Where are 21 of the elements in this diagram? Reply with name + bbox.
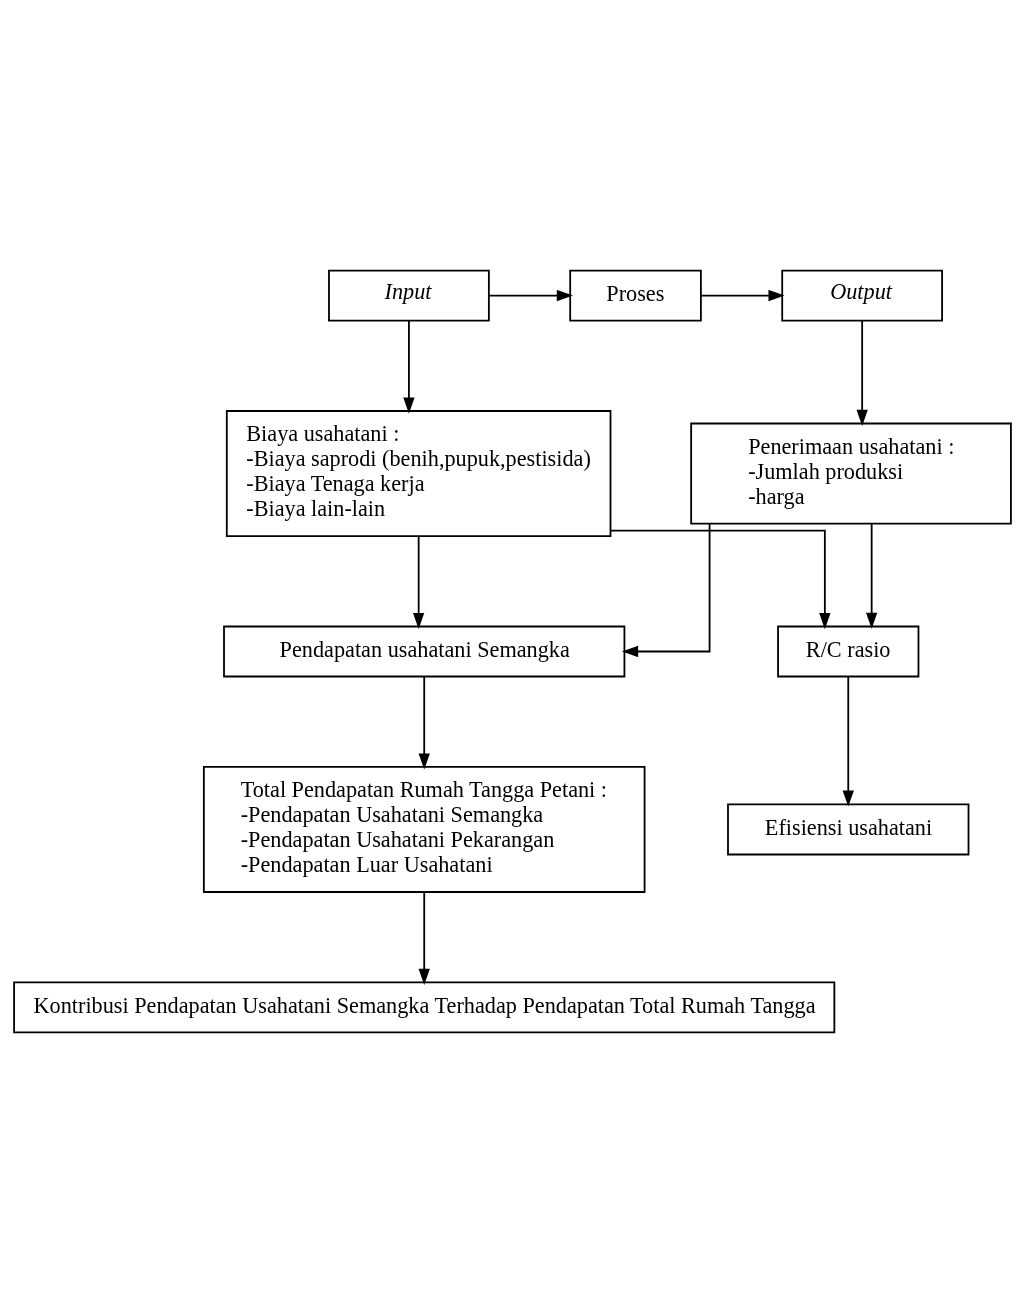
arrow: [413, 534, 425, 629]
arrow: [866, 522, 878, 629]
node-box: Total Pendapatan Rumah Tangga Petani : -Pendapatan Usahatani Semangka -Pendapatan Usahatani Pekarangan -Pendapatan Luar Usahatani: [202, 765, 646, 893]
arrow: [700, 289, 785, 301]
arrow: [488, 289, 573, 301]
arrow: [856, 319, 868, 426]
node-box: R/C rasio: [777, 625, 920, 677]
node-box: Input: [328, 269, 490, 321]
node-box: Pendapatan usahatani Semangka: [223, 625, 626, 677]
arrow: [842, 675, 854, 807]
arrow: [621, 522, 711, 657]
arrow: [403, 319, 415, 414]
arrow: [418, 675, 430, 770]
node-box: Penerimaan usahatani : -Jumlah produksi -harga: [690, 422, 1012, 524]
arrow: [610, 529, 831, 629]
node-box: Efisiensi usahatani: [727, 803, 970, 855]
node-box: Kontribusi Pendapatan Usahatani Semangka Terhadap Pendapatan Total Rumah Tangga: [13, 981, 836, 1033]
arrow: [418, 890, 430, 985]
node-box: Proses: [569, 269, 702, 321]
node-box: Biaya usahatani : -Biaya saprodi (benih,pupuk,pestisida) -Biaya Tenaga kerja -Biaya lain-lain: [225, 409, 612, 537]
node-box: Output: [781, 269, 943, 321]
